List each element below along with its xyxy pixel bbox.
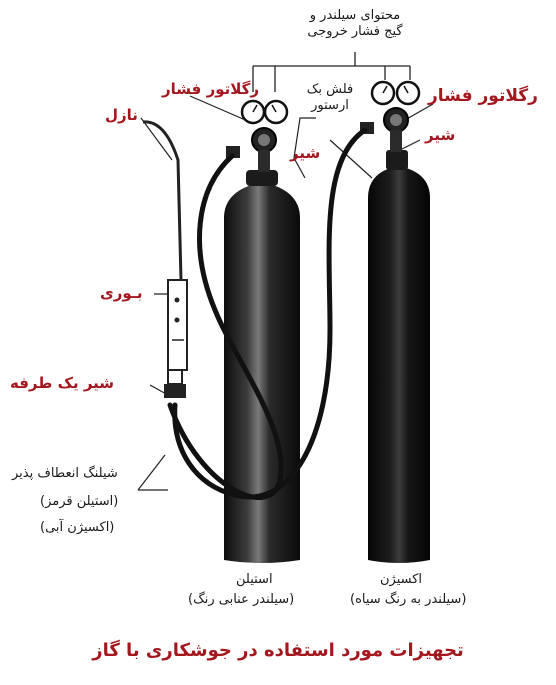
acetylene-cylinder [224,170,300,563]
label-regulator-left: رگلاتور فشار [162,80,259,98]
label-hose: شیلنگ انعطاف پذیر [12,466,118,481]
label-acetylene-note: (سیلندر عنابی رنگ) [188,592,295,607]
oxygen-regulator [360,80,421,152]
oxygen-cylinder [368,150,430,563]
label-oxygen-note: (سیلندر به رنگ سیاه) [350,592,467,607]
label-hose-red: (استیلن قرمز) [40,494,119,509]
label-valve-left: شیر [290,144,321,162]
label-flashback-arrestor: فلش بک ارستور [306,82,354,114]
label-acetylene: استیلن [236,572,273,587]
label-oxygen: اکسیژن [380,572,423,587]
hoses [167,127,368,500]
oxygen-valve [386,150,408,170]
label-contents-gauge: محتوای سیلندر و گیج فشار خروجی [307,8,403,40]
label-nozzle: نازل [105,106,138,124]
label-regulator-right: رگلاتور فشار [428,86,538,106]
label-valve-right: شیر [425,126,456,144]
torch-body [167,279,188,371]
acetylene-valve [246,170,278,186]
label-torch: بـوری [100,284,143,302]
label-check-valve: شیر یک طرفه [10,374,115,392]
figure-caption: تجهیزات مورد استفاده در جوشکاری با گاز [92,640,464,661]
gauge-bracket [252,52,411,92]
acetylene-regulator [226,99,289,172]
welding-torch [142,120,188,398]
label-hose-blue: (اکسیژن آبی) [40,520,115,535]
check-valve [164,384,186,398]
